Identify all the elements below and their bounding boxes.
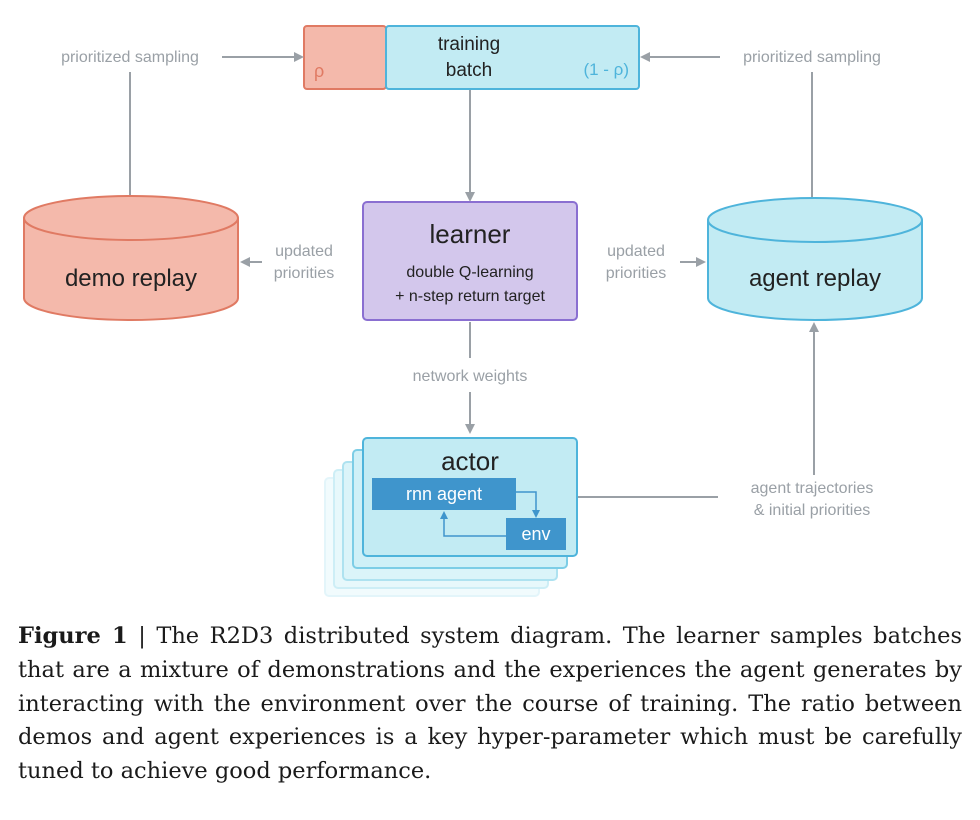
batch-title-bottom: batch (446, 60, 492, 81)
trajectories-label-1: agent trajectories (751, 480, 874, 497)
agent-to-env-arrow (516, 491, 540, 518)
env-box (506, 518, 566, 550)
batch-agent-portion (385, 25, 640, 90)
left-sampling-label: prioritized sampling (61, 49, 199, 66)
rho-label: ρ (314, 61, 324, 81)
caption-text: The R2D3 distributed system diagram. The… (18, 623, 962, 784)
demo-replay-cylinder: demo replay (23, 195, 239, 321)
actor-stack: actor rnn agent env (324, 437, 578, 597)
network-weights-label: network weights (413, 368, 528, 385)
actor-title: actor (441, 446, 499, 476)
r2d3-system-diagram: ρ training batch (1 - ρ) prioritized sam… (23, 25, 923, 597)
agent-replay-label: agent replay (749, 265, 881, 292)
updated-right-1: updated (607, 243, 665, 260)
trajectories-label-2: & initial priorities (754, 502, 870, 519)
learner-line-2: + n-step return target (395, 288, 545, 305)
rnn-agent-box (372, 478, 516, 510)
env-to-agent-arrow (440, 511, 506, 537)
demo-replay-label: demo replay (65, 265, 197, 292)
training-batch: ρ training batch (1 - ρ) (303, 25, 640, 90)
updated-left-1: updated (275, 243, 333, 260)
learner-box: learner double Q-learning + n-step retur… (362, 201, 578, 321)
figure-label: Figure 1 (18, 623, 128, 649)
rnn-agent-label: rnn agent (406, 484, 482, 504)
learner-line-1: double Q-learning (406, 264, 533, 281)
agent-replay-cylinder: agent replay (707, 197, 923, 321)
figure-caption: Figure 1 | The R2D3 distributed system d… (18, 620, 962, 789)
right-sampling-label: prioritized sampling (743, 49, 881, 66)
updated-left-2: priorities (274, 265, 334, 282)
env-label: env (521, 524, 550, 544)
updated-right-2: priorities (606, 265, 666, 282)
batch-title-top: training (438, 34, 500, 55)
one-minus-rho-label: (1 - ρ) (583, 60, 629, 79)
learner-title: learner (430, 219, 511, 249)
caption-separator: | (127, 623, 157, 649)
